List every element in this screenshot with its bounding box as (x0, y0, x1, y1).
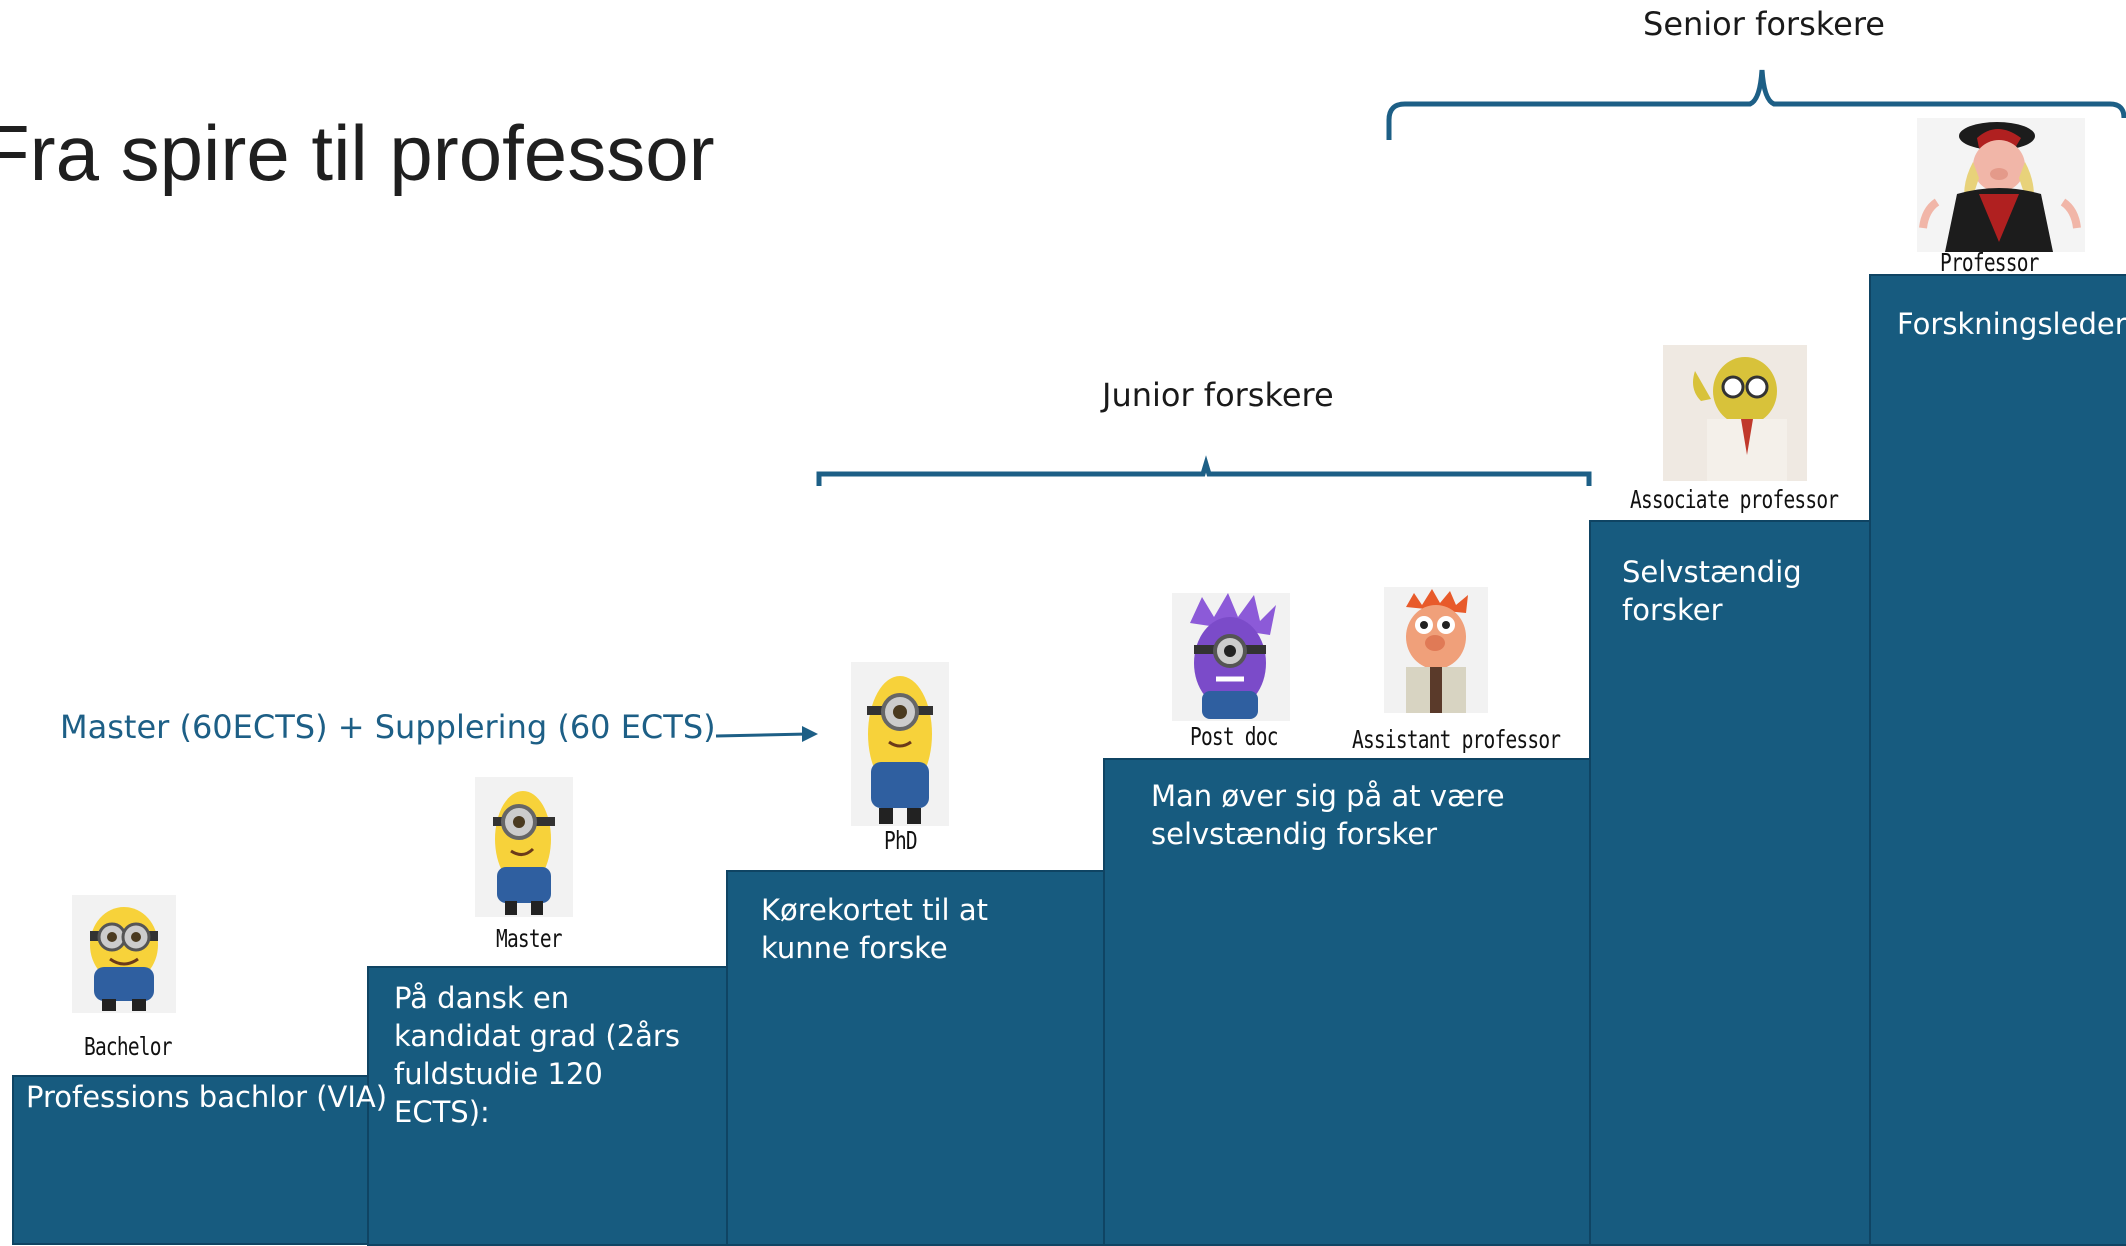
caption-master: Master (496, 924, 563, 953)
caption-assistant-professor: Assistant professor (1352, 725, 1561, 754)
step-phd (726, 870, 1106, 1246)
junior-bracket (816, 455, 1592, 486)
caption-professor: Professor (1940, 248, 2039, 277)
master-supplering-note: Master (60ECTS) + Supplering (60 ECTS) (60, 708, 716, 746)
caption-bachelor: Bachelor (84, 1032, 172, 1061)
minion-bachelor-image (72, 895, 176, 1013)
senior-bracket (1386, 69, 2126, 140)
step-bachelor (12, 1075, 370, 1245)
step-text-associate: Selvstændig forsker (1622, 555, 1802, 627)
step-text-bachelor: Professions bachlor (VIA) (26, 1080, 388, 1114)
slide-title: Fra spire til professor (0, 109, 715, 197)
caption-phd: PhD (884, 826, 918, 855)
step-text-master: På dansk en kandidat grad (2års fuldstud… (394, 981, 680, 1129)
caption-postdoc: Post doc (1190, 722, 1278, 751)
step-postdoc (1103, 758, 1592, 1246)
junior-label: Junior forskere (1102, 376, 1334, 414)
purple-minion-image (1172, 593, 1290, 721)
beaker-muppet-image (1384, 587, 1488, 713)
minion-master-image (475, 777, 573, 917)
miss-piggy-image (1917, 118, 2085, 252)
step-text-phd: Kørekortet til at kunne forske (761, 893, 988, 965)
step-professor (1869, 274, 2126, 1246)
step-text-postdoc: Man øver sig på at være selvstændig fors… (1151, 779, 1505, 851)
senior-label: Senior forskere (1643, 5, 1885, 43)
caption-associate-professor: Associate professor (1630, 485, 1839, 514)
arrow-line (715, 732, 809, 738)
minion-phd-image (851, 662, 949, 826)
bunsen-muppet-image (1663, 345, 1807, 481)
arrow-head (802, 726, 818, 742)
step-text-professor: Forskningsleder (1897, 307, 2126, 341)
step-associate (1589, 520, 1872, 1246)
